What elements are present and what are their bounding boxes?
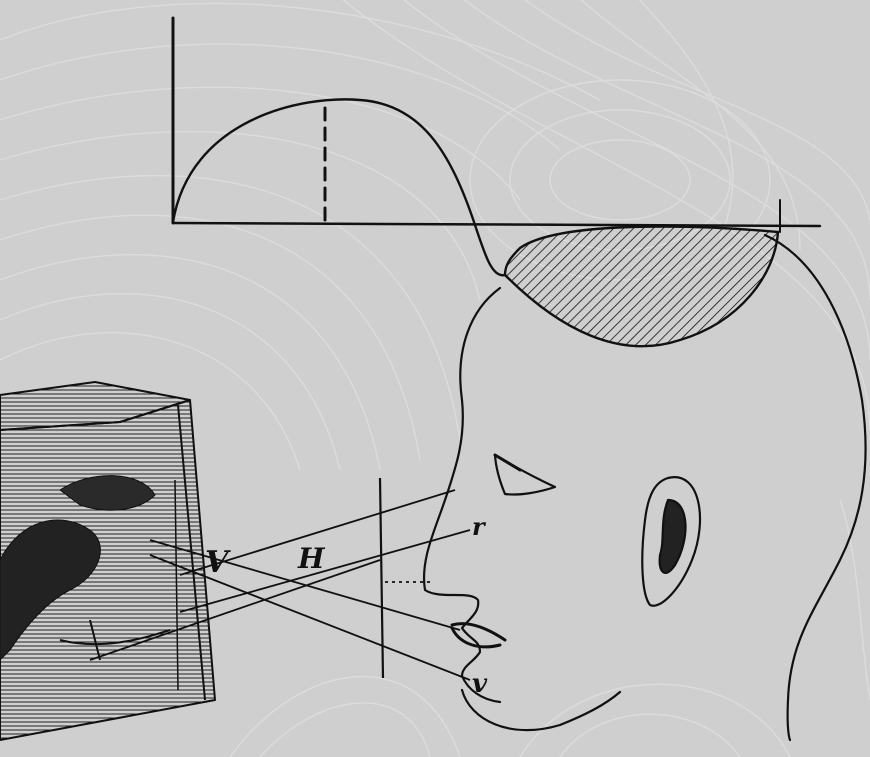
- graph-x-axis: [173, 223, 820, 226]
- graph-negative-lobe-hatched: [505, 227, 778, 347]
- label-v-mouth: v: [472, 669, 488, 699]
- projection-plane: [380, 478, 383, 678]
- eye-lid: [495, 455, 520, 470]
- label-h-mid: H: [297, 542, 326, 575]
- picture-box: [0, 382, 215, 740]
- label-v-left: V: [205, 545, 231, 580]
- back-of-head: [765, 235, 866, 740]
- graph-wave-descent: [475, 225, 505, 275]
- sine-wave-graph: [173, 18, 820, 346]
- label-r-eye: r: [472, 512, 487, 541]
- ear-inner: [660, 500, 686, 573]
